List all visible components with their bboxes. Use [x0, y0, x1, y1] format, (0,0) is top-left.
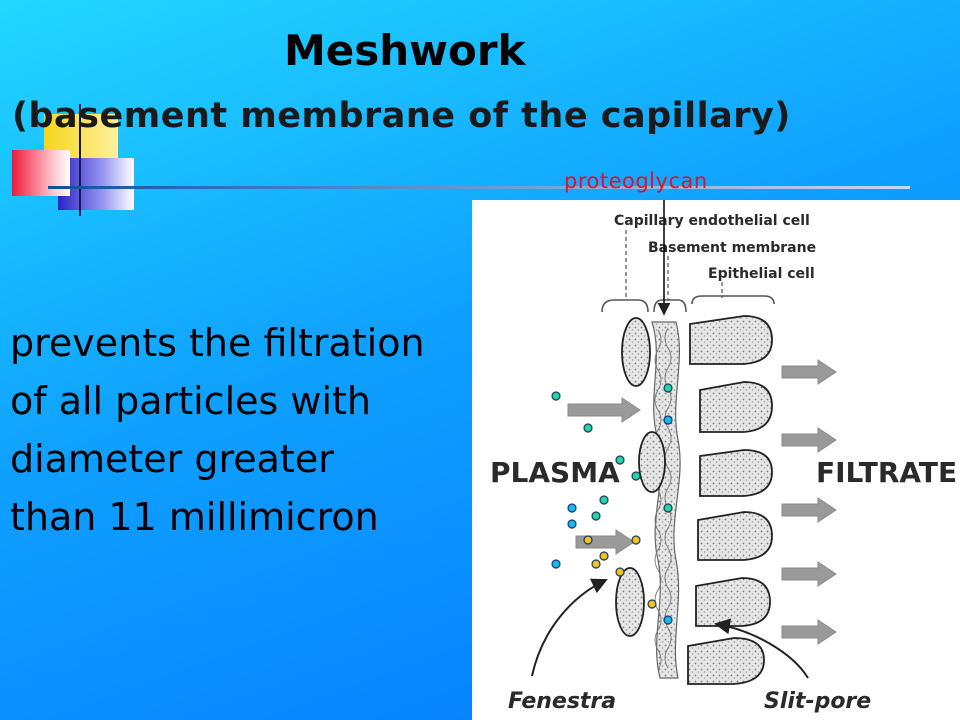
- proteoglycan-label: proteoglycan: [564, 169, 708, 193]
- epithelial-cell: [699, 381, 773, 433]
- endothelial-cell: [621, 317, 651, 387]
- epithelial-cell: [695, 577, 771, 627]
- body-line: than 11 millimicron: [10, 495, 379, 539]
- endothelial-cell: [615, 567, 645, 637]
- endothelial-cell: [638, 431, 666, 493]
- deco-blue-square: [58, 158, 134, 210]
- epithelial-cell: [699, 449, 773, 497]
- label-plasma: PLASMA: [490, 456, 620, 489]
- slide-subtitle: (basement membrane of the capillary): [12, 96, 791, 136]
- epithelial-cell: [687, 637, 765, 685]
- label-endothelial-cell: Capillary endothelial cell: [614, 213, 810, 229]
- flow-arrow: [781, 619, 837, 645]
- epithelial-cells: [687, 315, 773, 685]
- slit-pore-arrow: [714, 618, 809, 679]
- endothelial-cells: [615, 317, 666, 637]
- fenestra-arrow: [531, 578, 608, 677]
- flow-arrow: [567, 397, 641, 423]
- deco-red-square: [12, 150, 70, 196]
- membrane-diagram: Capillary endothelial cell Basement memb…: [490, 200, 957, 714]
- label-fenestra: Fenestra: [508, 689, 616, 714]
- brackets: [601, 295, 775, 313]
- label-epithelial-cell: Epithelial cell: [708, 266, 815, 282]
- body-line: prevents the filtration: [10, 321, 425, 365]
- glomerular-membrane-figure: Capillary endothelial cell Basement memb…: [472, 200, 960, 720]
- label-filtrate: FILTRATE: [816, 456, 957, 489]
- title-rule: [48, 186, 910, 189]
- leader-lines: [625, 230, 723, 300]
- flow-arrow: [781, 561, 837, 587]
- deco-vertical-line: [79, 104, 81, 216]
- flow-arrow: [575, 529, 635, 555]
- flow-arrow: [781, 497, 837, 523]
- flow-arrow: [781, 427, 837, 453]
- epithelial-cell: [697, 511, 773, 561]
- label-basement-membrane: Basement membrane: [648, 240, 816, 256]
- label-slit-pore: Slit-pore: [764, 689, 871, 714]
- body-line: diameter greater: [10, 437, 334, 481]
- slide-title: Meshwork: [284, 26, 526, 75]
- filtrate-arrows: [781, 359, 837, 645]
- body-line: of all particles with: [10, 379, 371, 423]
- flow-arrow: [781, 359, 837, 385]
- epithelial-cell: [689, 315, 773, 365]
- body-text: prevents the filtration of all particles…: [10, 314, 425, 546]
